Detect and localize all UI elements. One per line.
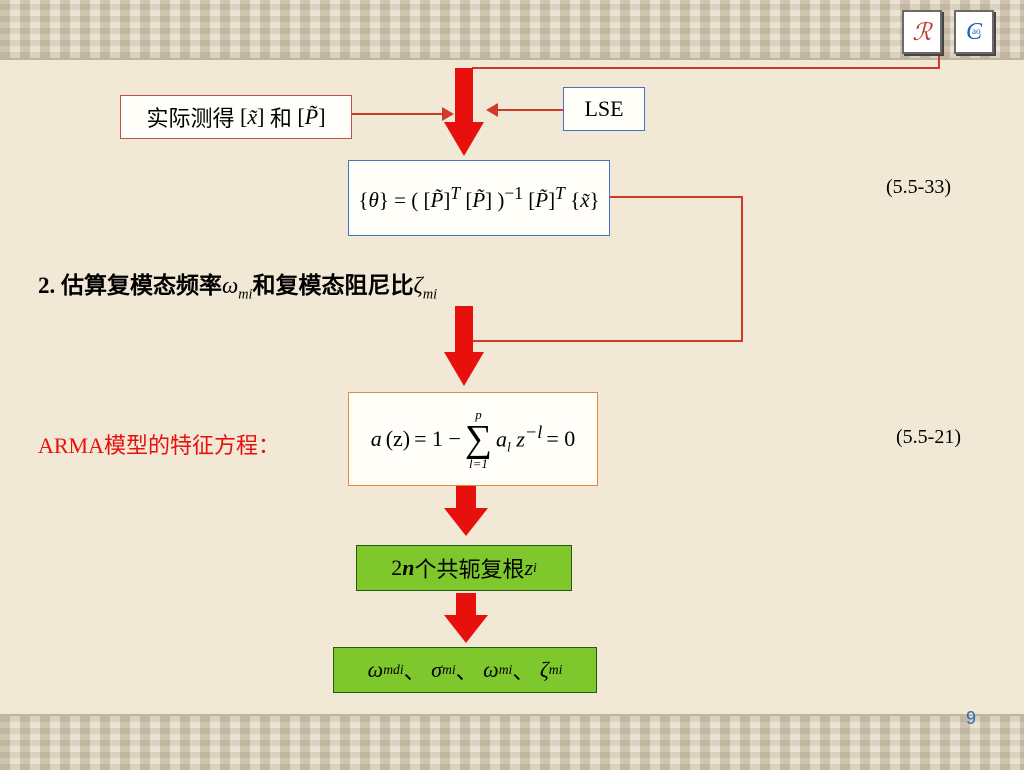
- connector-line-logo-down: [938, 56, 940, 68]
- step2-and: 和复模态阻尼比: [252, 273, 414, 298]
- sigma-icon: ∑: [464, 417, 493, 460]
- arma-term: al z−l: [496, 422, 543, 455]
- down-arrow-icon: [444, 306, 484, 386]
- connector-line-lse: [498, 109, 563, 111]
- connector-line-theta-right: [608, 196, 742, 198]
- down-arrow-icon: [444, 593, 488, 643]
- page-number: 9: [966, 708, 977, 728]
- measured-p-tilde: [P̃]: [291, 104, 326, 129]
- arma-a: a: [370, 426, 382, 451]
- theta-equation-number: (5.5-33): [886, 176, 951, 198]
- measured-and: 和: [269, 106, 292, 131]
- down-arrow-icon: [444, 68, 484, 156]
- down-arrow-icon: [444, 486, 488, 536]
- lse-box: LSE: [563, 87, 645, 131]
- connector-line-measured: [350, 113, 450, 115]
- top-decorative-band: [0, 0, 1024, 60]
- script-r-logo-icon: ℛ: [902, 10, 942, 54]
- step2-number: 2.: [38, 273, 56, 298]
- arma-equation: a(z) = 1 − p ∑ l=1 al z−l = 0: [371, 408, 576, 470]
- connector-line-top-horizontal: [472, 67, 940, 69]
- arma-sum-bottom: l=1: [469, 456, 488, 472]
- arma-rhs-start: = 1 −: [414, 426, 461, 451]
- roots-z: z: [524, 555, 534, 580]
- connector-line-right-vertical: [741, 196, 743, 342]
- theta-equation-box: {θ} = ( [P̃]T [P̃] )−1 [P̃]T {x̃}: [348, 160, 610, 236]
- measured-label: 实际测得: [146, 106, 235, 131]
- arma-equation-box: a(z) = 1 − p ∑ l=1 al z−l = 0: [348, 392, 598, 486]
- bottom-decorative-band: [0, 714, 1024, 770]
- result-sigma-mi-sub: mi: [442, 662, 456, 677]
- result-zeta-mi-sub: mi: [548, 662, 563, 677]
- measured-data-box: 实际测得 [x̃] 和 [P̃]: [120, 95, 352, 139]
- step2-heading: 2. 估算复模态频率ωmi和复模态阻尼比ζmi: [38, 273, 438, 303]
- arma-z-paren: (z): [385, 426, 411, 451]
- measured-x-tilde: [x̃]: [234, 104, 270, 129]
- arma-tail: = 0: [546, 426, 576, 451]
- arma-sum: p ∑ l=1: [465, 408, 492, 470]
- theta-equation: {θ} = ( [P̃]T [P̃] )−1 [P̃]T {x̃}: [358, 183, 600, 212]
- connector-line-right-back: [472, 340, 743, 342]
- arma-sum-top: p: [475, 406, 482, 422]
- arrowhead-left-icon: [486, 103, 498, 117]
- step2-zeta-sub: mi: [422, 286, 438, 303]
- roots-n: n: [402, 555, 415, 580]
- lse-label: LSE: [584, 96, 624, 121]
- step2-omega-sub: mi: [238, 286, 253, 303]
- roots-z-sub: i: [533, 560, 537, 575]
- arrowhead-right-icon: [442, 107, 454, 121]
- arma-label: ARMA模型的特征方程：: [38, 433, 281, 458]
- step2-text: 估算复模态频率: [61, 273, 222, 298]
- roots-text: 个共轭复根: [414, 557, 525, 582]
- arma-equation-number: (5.5-21): [896, 426, 961, 448]
- result-omega-mdi-sub: mdi: [383, 662, 404, 677]
- result-omega-mi-sub: mi: [498, 662, 513, 677]
- roots-prefix: 2: [391, 555, 403, 580]
